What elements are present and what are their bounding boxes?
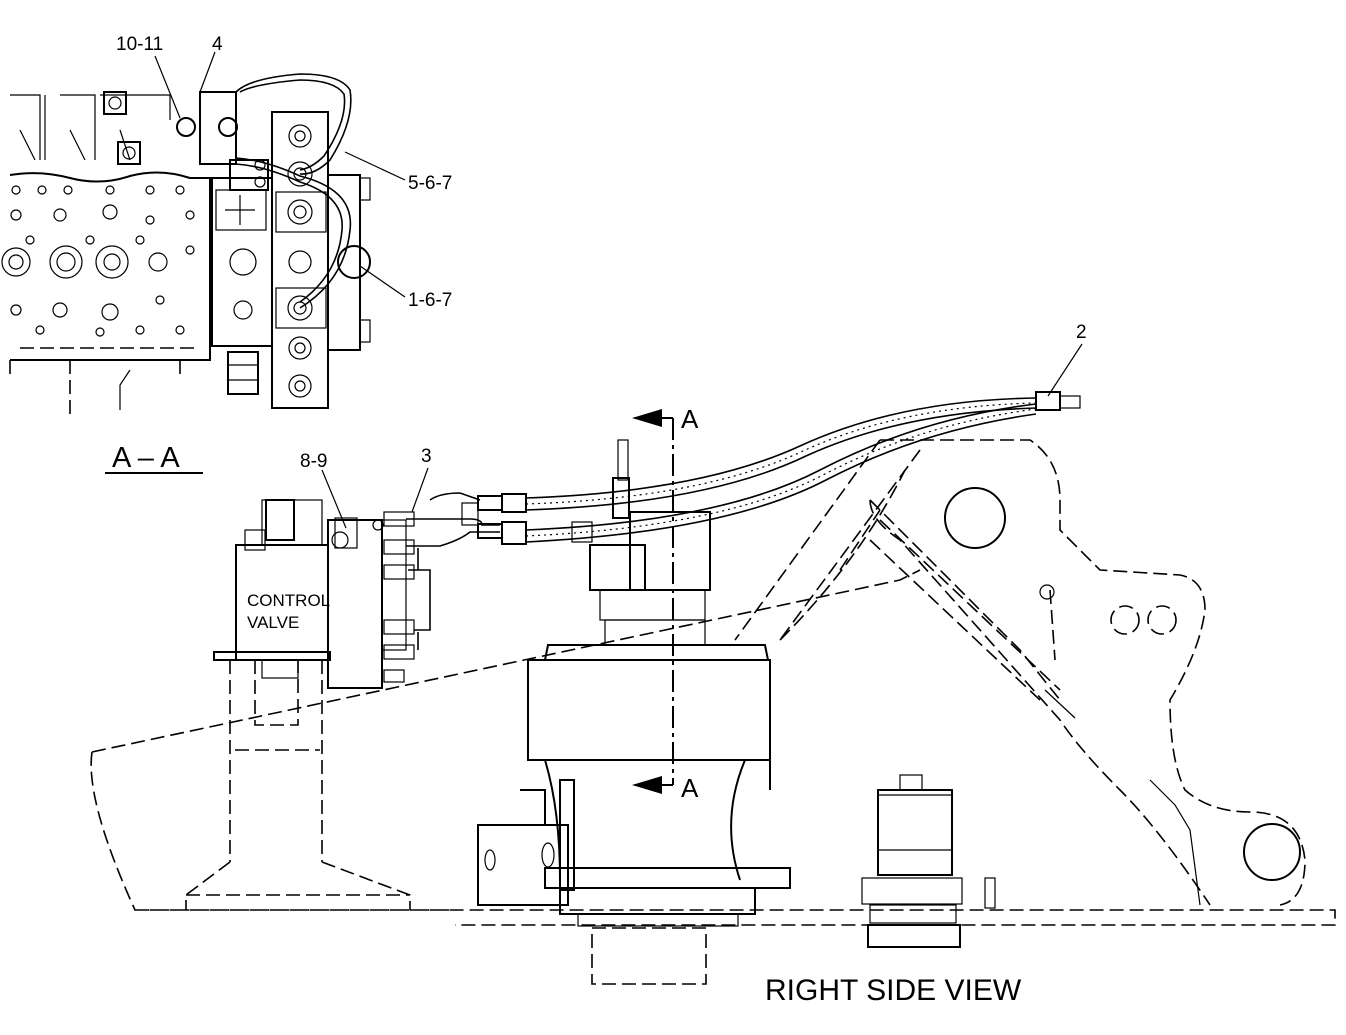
section-a-a-detail: 10-11 4 5-6-7 1-6-7 A – A: [1, 34, 452, 474]
right-side-view: A A: [90, 322, 1336, 1007]
section-arrow-top-icon: [632, 409, 662, 427]
control-valve-label-line2: VALVE: [247, 613, 299, 632]
callout-8-9: 8-9: [300, 451, 327, 472]
swivel-assembly: [477, 439, 791, 985]
callout-10-11: 10-11: [116, 34, 163, 55]
callout-5-6-7: 5-6-7: [408, 173, 452, 194]
control-valve: CONTROL VALVE: [213, 499, 415, 689]
callout-2: 2: [1076, 322, 1087, 343]
section-marker-bottom: A: [681, 773, 699, 803]
control-valve-label-line1: CONTROL: [247, 591, 330, 610]
callout-4: 4: [212, 34, 223, 55]
right-accessory: [861, 774, 996, 948]
callout-3: 3: [421, 446, 432, 467]
callout-1-6-7: 1-6-7: [408, 290, 452, 311]
section-arrow-bottom-icon: [632, 776, 662, 794]
view-title: RIGHT SIDE VIEW: [765, 974, 1022, 1007]
section-marker-top: A: [681, 404, 699, 434]
section-label: A – A: [112, 442, 180, 474]
